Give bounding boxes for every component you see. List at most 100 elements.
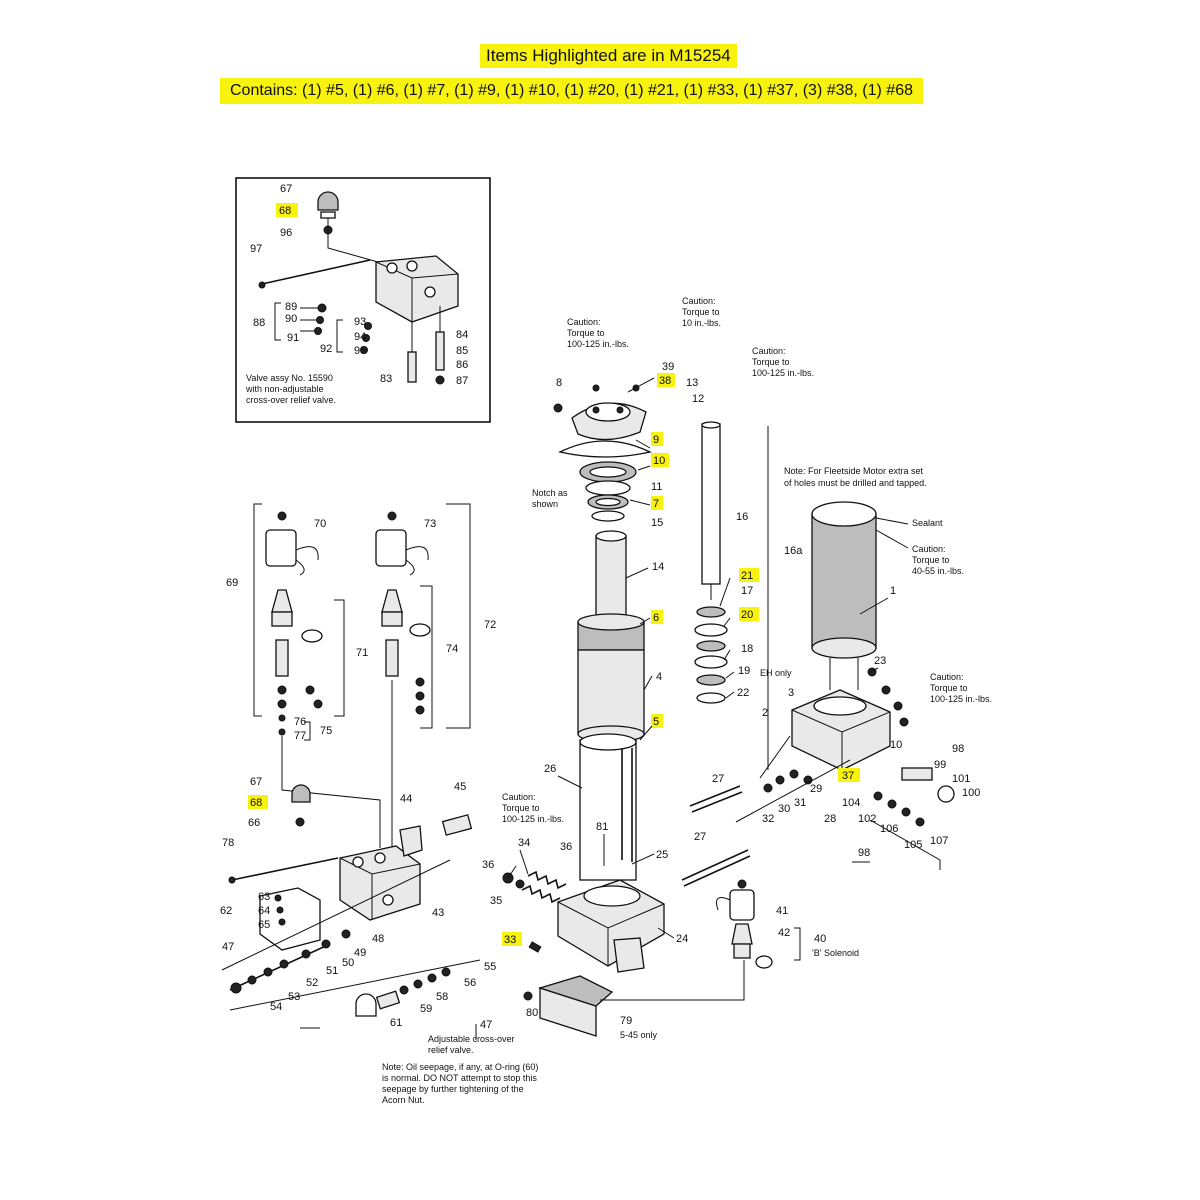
note-caution-top-left-1: Caution: [567, 317, 601, 327]
b-solenoid [600, 879, 801, 1001]
note-caution-tube-1: Caution: [502, 792, 536, 802]
note-caution-pump-1: Caution: [930, 672, 964, 682]
callout-17: 17 [741, 585, 753, 597]
note-only: 5-45 only [620, 1030, 658, 1040]
callout-53: 53 [288, 991, 300, 1003]
note-caution-motor-2: Torque to [912, 555, 950, 565]
callout-13: 13 [686, 377, 698, 389]
callout-41: 41 [776, 905, 788, 917]
callout-85: 85 [456, 345, 468, 357]
note-notch-2: shown [532, 499, 558, 509]
callout-70: 70 [314, 518, 326, 530]
callout-16: 16 [736, 511, 748, 523]
callout-106: 106 [880, 823, 898, 835]
note-caution-motor-3: 40-55 in.-lbs. [912, 566, 964, 576]
rod-assembly [694, 421, 769, 770]
note-caution-top-right-1: Caution: [752, 346, 786, 356]
note-b-solenoid: 'B' Solenoid [812, 948, 859, 958]
note-fleetside-2: of holes must be drilled and tapped. [784, 478, 927, 488]
note-adjustable-2: relief valve. [428, 1045, 474, 1055]
highlight-37 [838, 768, 860, 782]
note-caution-top-mid-2: Torque to [682, 307, 720, 317]
callout-33: 33 [504, 934, 516, 946]
note-caution-tube-3: 100-125 in.-lbs. [502, 814, 564, 824]
note-notch-1: Notch as [532, 488, 568, 498]
callout-91: 91 [287, 332, 299, 344]
callout-88: 88 [253, 317, 265, 329]
note-oil-4: Acorn Nut. [382, 1095, 425, 1105]
callout-47: 47 [222, 941, 234, 953]
callout-65: 65 [258, 919, 270, 931]
callout-92: 92 [320, 343, 332, 355]
callout-79: 79 [620, 1015, 632, 1027]
callout-44: 44 [400, 793, 412, 805]
callout-74: 74 [446, 643, 458, 655]
callout-67: 67 [250, 776, 262, 788]
callout-12: 12 [692, 393, 704, 405]
contents-list-banner: Contains: (1) #5, (1) #6, (1) #7, (1) #9… [220, 78, 923, 104]
note-caution-top-right-2: Torque to [752, 357, 790, 367]
note-caution-top-left-2: Torque to [567, 328, 605, 338]
callout-6: 6 [653, 612, 659, 624]
callout-62: 62 [220, 905, 232, 917]
callout-84: 84 [456, 329, 468, 341]
callout-40: 40 [814, 933, 826, 945]
callout-96-inset: 96 [280, 227, 292, 239]
callout-21: 21 [741, 570, 753, 582]
callout-61: 61 [390, 1017, 402, 1029]
highlight-10 [651, 453, 669, 467]
callout-2: 2 [762, 707, 768, 719]
inset-note-line-3: cross-over relief valve. [246, 395, 336, 405]
note-fleetside-1: Note: For Fleetside Motor extra set [784, 466, 924, 476]
callout-90: 90 [285, 313, 297, 325]
highlight-title-banner: Items Highlighted are in M15254 [480, 44, 737, 68]
inset-note-line-2: with non-adjustable [245, 384, 324, 394]
callout-95: 95 [354, 345, 366, 357]
note-adjustable-1: Adjustable cross-over [428, 1034, 515, 1044]
note-caution-tube-2: Torque to [502, 803, 540, 813]
callout-102: 102 [858, 813, 876, 825]
callout-11: 11 [651, 481, 662, 493]
callout-16a: 16a [784, 545, 803, 557]
inset-note-line-1: Valve assy No. 15590 [246, 373, 333, 383]
callout-30: 30 [778, 803, 790, 815]
callout-26: 26 [544, 763, 556, 775]
callout-75: 75 [320, 725, 332, 737]
callout-42: 42 [778, 927, 790, 939]
callout-27: 27 [712, 773, 724, 785]
callout-15: 15 [651, 517, 663, 529]
callout-10b: 10 [890, 739, 902, 751]
note-caution-top-right-3: 100-125 in.-lbs. [752, 368, 814, 378]
callout-24: 24 [676, 933, 688, 945]
note-caution-motor-1: Caution: [912, 544, 946, 554]
callout-104: 104 [842, 797, 860, 809]
callout-67-inset: 67 [280, 183, 292, 195]
callout-68: 68 [250, 797, 262, 809]
callout-101: 101 [952, 773, 970, 785]
note-caution-pump-2: Torque to [930, 683, 968, 693]
callout-36: 36 [482, 859, 494, 871]
callout-47b: 47 [480, 1019, 492, 1031]
callout-100: 100 [962, 787, 980, 799]
callout-56: 56 [464, 977, 476, 989]
callout-43: 43 [432, 907, 444, 919]
callout-23: 23 [874, 655, 886, 667]
highlight-33 [502, 932, 522, 946]
callout-97-inset: 97 [250, 243, 262, 255]
motor-assembly [735, 501, 955, 827]
callout-69: 69 [226, 577, 238, 589]
callout-25: 25 [656, 849, 668, 861]
callout-55: 55 [484, 961, 496, 973]
callout-49: 49 [354, 947, 366, 959]
callout-27b: 27 [694, 831, 706, 843]
callout-3: 3 [788, 687, 794, 699]
callout-14: 14 [652, 561, 664, 573]
note-oil-1: Note: Oil seepage, if any, at O-ring (60… [382, 1062, 538, 1072]
callout-54: 54 [270, 1001, 282, 1013]
callout-71: 71 [356, 647, 368, 659]
callout-51: 51 [326, 965, 338, 977]
callout-64: 64 [258, 905, 270, 917]
highlight-20 [739, 607, 759, 621]
callout-94: 94 [354, 331, 366, 343]
